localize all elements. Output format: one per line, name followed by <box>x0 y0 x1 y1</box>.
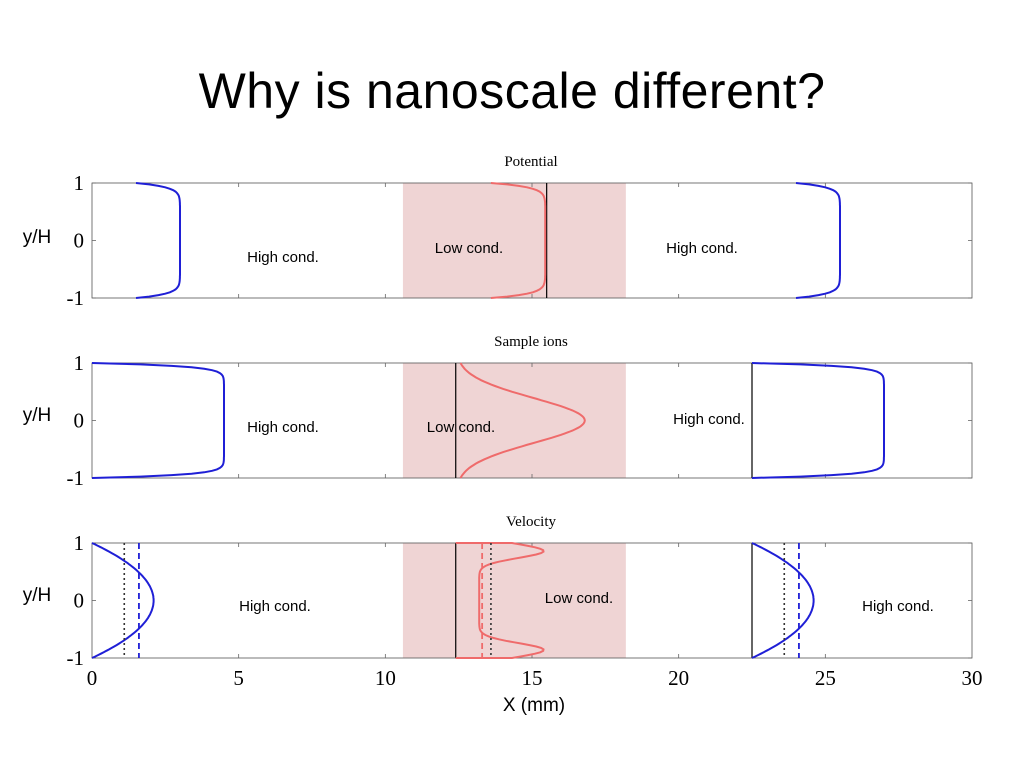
y-tick-label: 1 <box>74 531 85 555</box>
region-label: High cond. <box>862 598 934 615</box>
region-label: Low cond. <box>545 590 613 607</box>
x-axis-label: X (mm) <box>503 695 565 716</box>
x-tick-label: 10 <box>375 666 396 690</box>
y-axis-label: y/H <box>23 405 52 426</box>
series-line-high-cond <box>795 182 841 299</box>
panel-title: Sample ions <box>494 334 568 350</box>
panel-potential <box>91 182 973 299</box>
y-tick-label: -1 <box>67 646 85 670</box>
panel-velocity <box>91 542 973 659</box>
x-tick-label: 15 <box>522 666 543 690</box>
series-line-low-cond <box>490 182 547 299</box>
panel-title: Potential <box>504 154 557 170</box>
y-tick-label: 0 <box>74 589 85 613</box>
region-label: High cond. <box>673 411 745 428</box>
panel-title: Velocity <box>506 514 556 530</box>
region-label: High cond. <box>247 249 319 266</box>
low-cond-region <box>402 183 626 298</box>
x-tick-label: 30 <box>962 666 983 690</box>
region-label: High cond. <box>239 598 311 615</box>
low-cond-region <box>402 543 626 658</box>
region-label: High cond. <box>666 240 738 257</box>
region-label: Low cond. <box>427 419 495 436</box>
series-line-high-cond <box>751 362 885 479</box>
low-cond-region <box>402 363 626 478</box>
series-line-high-cond <box>135 182 181 299</box>
y-tick-label: 1 <box>74 171 85 195</box>
series-line-low-cond <box>459 362 586 479</box>
y-tick-label: 0 <box>74 229 85 253</box>
y-tick-label: -1 <box>67 286 85 310</box>
y-axis-label: y/H <box>23 585 52 606</box>
region-label: Low cond. <box>435 240 503 257</box>
y-tick-label: 0 <box>74 409 85 433</box>
series-line-low-cond <box>455 542 545 659</box>
y-tick-label: -1 <box>67 466 85 490</box>
region-label: High cond. <box>247 419 319 436</box>
panel-sample-ions <box>91 362 973 479</box>
series-line-high-cond <box>91 362 225 479</box>
y-axis-label: y/H <box>23 227 52 248</box>
x-tick-label: 0 <box>87 666 98 690</box>
x-tick-label: 20 <box>668 666 689 690</box>
slide-title: Why is nanoscale different? <box>198 63 826 119</box>
x-tick-label: 25 <box>815 666 836 690</box>
x-tick-label: 5 <box>233 666 244 690</box>
series-line-high-cond <box>751 542 815 659</box>
y-tick-label: 1 <box>74 351 85 375</box>
series-line-high-cond <box>91 542 155 659</box>
